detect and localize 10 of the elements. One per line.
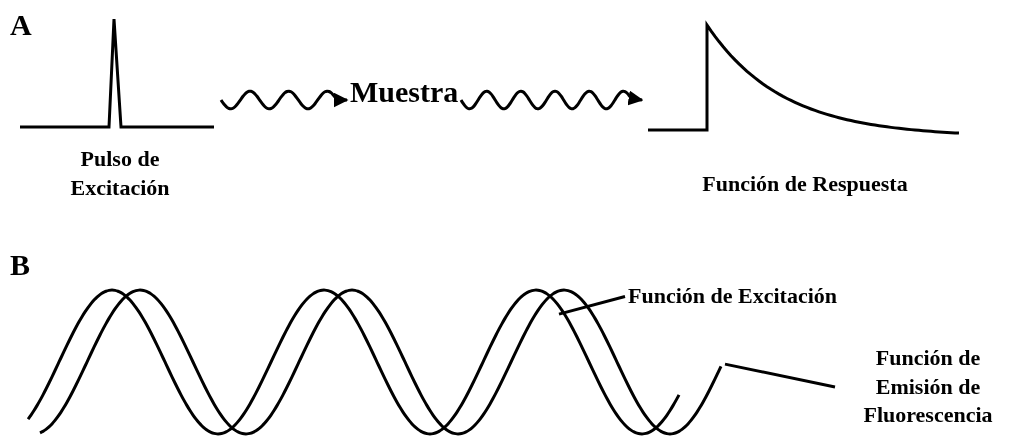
callout-label: Función de Emisión de Fluorescencia — [838, 344, 1018, 430]
node-label: Función de Respuesta — [701, 170, 909, 198]
panel-letter: A — [10, 8, 32, 42]
node-label: Pulso de Excitación — [69, 145, 171, 202]
leader-line — [724, 362, 836, 389]
leader-line — [558, 295, 626, 316]
sample-label: Muestra — [350, 72, 459, 111]
wavy-arrow — [459, 89, 644, 111]
callout-label: Función de Excitación — [628, 282, 837, 311]
panel-letter: B — [10, 248, 30, 282]
